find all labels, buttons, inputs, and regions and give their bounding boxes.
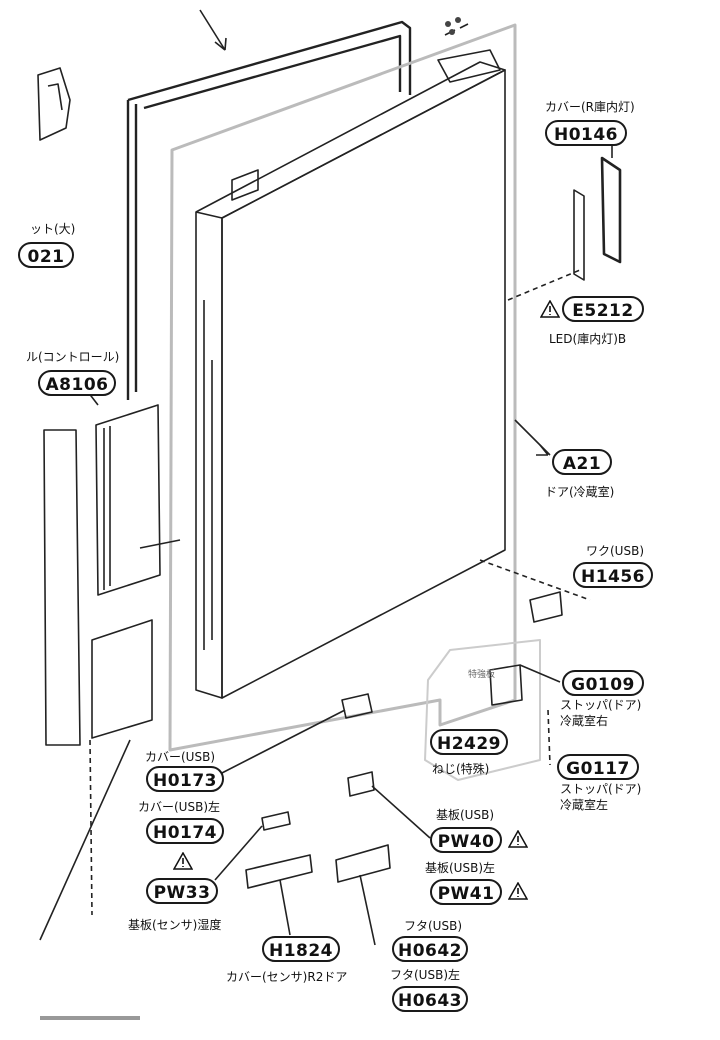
arrow-line — [199, 9, 226, 51]
part-caption: カバー(USB) — [145, 750, 215, 764]
warning-icon — [173, 852, 193, 870]
usb-lid-part — [335, 844, 391, 883]
part-code-pill: PW41 — [430, 879, 502, 905]
sensor-board-part — [261, 811, 291, 831]
door-top — [195, 61, 506, 219]
part-code-pill: 021 — [18, 242, 74, 268]
door-side — [195, 211, 223, 699]
part-caption: ドア(冷蔵室) — [545, 485, 615, 499]
stopper-inset — [424, 639, 541, 781]
part-code-pill: H2429 — [430, 729, 508, 755]
sensor-cover-bottom-part — [245, 854, 313, 889]
part-caption: ワク(USB) — [586, 544, 644, 558]
arrow-head — [214, 37, 227, 51]
part-caption-line2: 冷蔵室左 — [560, 798, 609, 812]
bin-part — [37, 67, 71, 141]
part-caption: ストッパ(ドア) — [560, 782, 642, 796]
cover-light-part — [600, 156, 622, 264]
part-caption-line2: 冷蔵室右 — [560, 714, 609, 728]
warning-icon — [540, 300, 560, 318]
part-code-pill: A21 — [552, 449, 612, 475]
part-code-pill: H1824 — [262, 936, 340, 962]
warning-icon — [508, 882, 528, 900]
door-panel — [221, 69, 506, 699]
left-trim-part — [43, 429, 81, 746]
inset-label: 特強板 — [468, 670, 496, 680]
part-caption: 基板(センサ)湿度 — [128, 918, 222, 932]
part-code-pill: H0173 — [146, 766, 224, 792]
part-caption: フタ(USB) — [404, 919, 462, 933]
part-code-pill: G0117 — [557, 754, 639, 780]
part-caption: ねじ(特殊) — [432, 762, 490, 776]
part-code-pill: E5212 — [562, 296, 644, 322]
part-code-pill: H1456 — [573, 562, 653, 588]
sensor-cover-part — [91, 619, 153, 739]
part-caption: 基板(USB)左 — [425, 861, 495, 875]
part-caption: ル(コントロール) — [26, 350, 120, 364]
part-caption: ット(大) — [30, 222, 76, 236]
part-caption: カバー(R庫内灯) — [545, 100, 635, 114]
door-gasket — [126, 20, 412, 400]
usb-cover-part — [341, 693, 373, 719]
part-code-pill: H0174 — [146, 818, 224, 844]
part-caption: ストッパ(ドア) — [560, 698, 642, 712]
part-code-pill: A8106 — [38, 370, 116, 396]
usb-frame-part — [529, 591, 563, 623]
part-code-pill: PW40 — [430, 827, 502, 853]
part-code-pill: H0146 — [545, 120, 627, 146]
control-board-part — [95, 404, 161, 596]
part-caption: 基板(USB) — [436, 808, 494, 822]
assembly-outline — [168, 23, 517, 752]
led-strip-part — [573, 189, 585, 281]
part-code-pill: H0642 — [392, 936, 468, 962]
stopper-part — [489, 664, 523, 706]
part-code-pill: G0109 — [562, 670, 644, 696]
part-code-pill: H0643 — [392, 986, 468, 1012]
part-caption: フタ(USB)左 — [390, 968, 460, 982]
usb-board-part — [347, 771, 375, 797]
part-caption: カバー(センサ)R2ドア — [226, 970, 348, 984]
warning-icon — [508, 830, 528, 848]
part-caption: LED(庫内灯)B — [549, 332, 627, 346]
part-code-pill: PW33 — [146, 878, 218, 904]
part-caption: カバー(USB)左 — [138, 800, 220, 814]
